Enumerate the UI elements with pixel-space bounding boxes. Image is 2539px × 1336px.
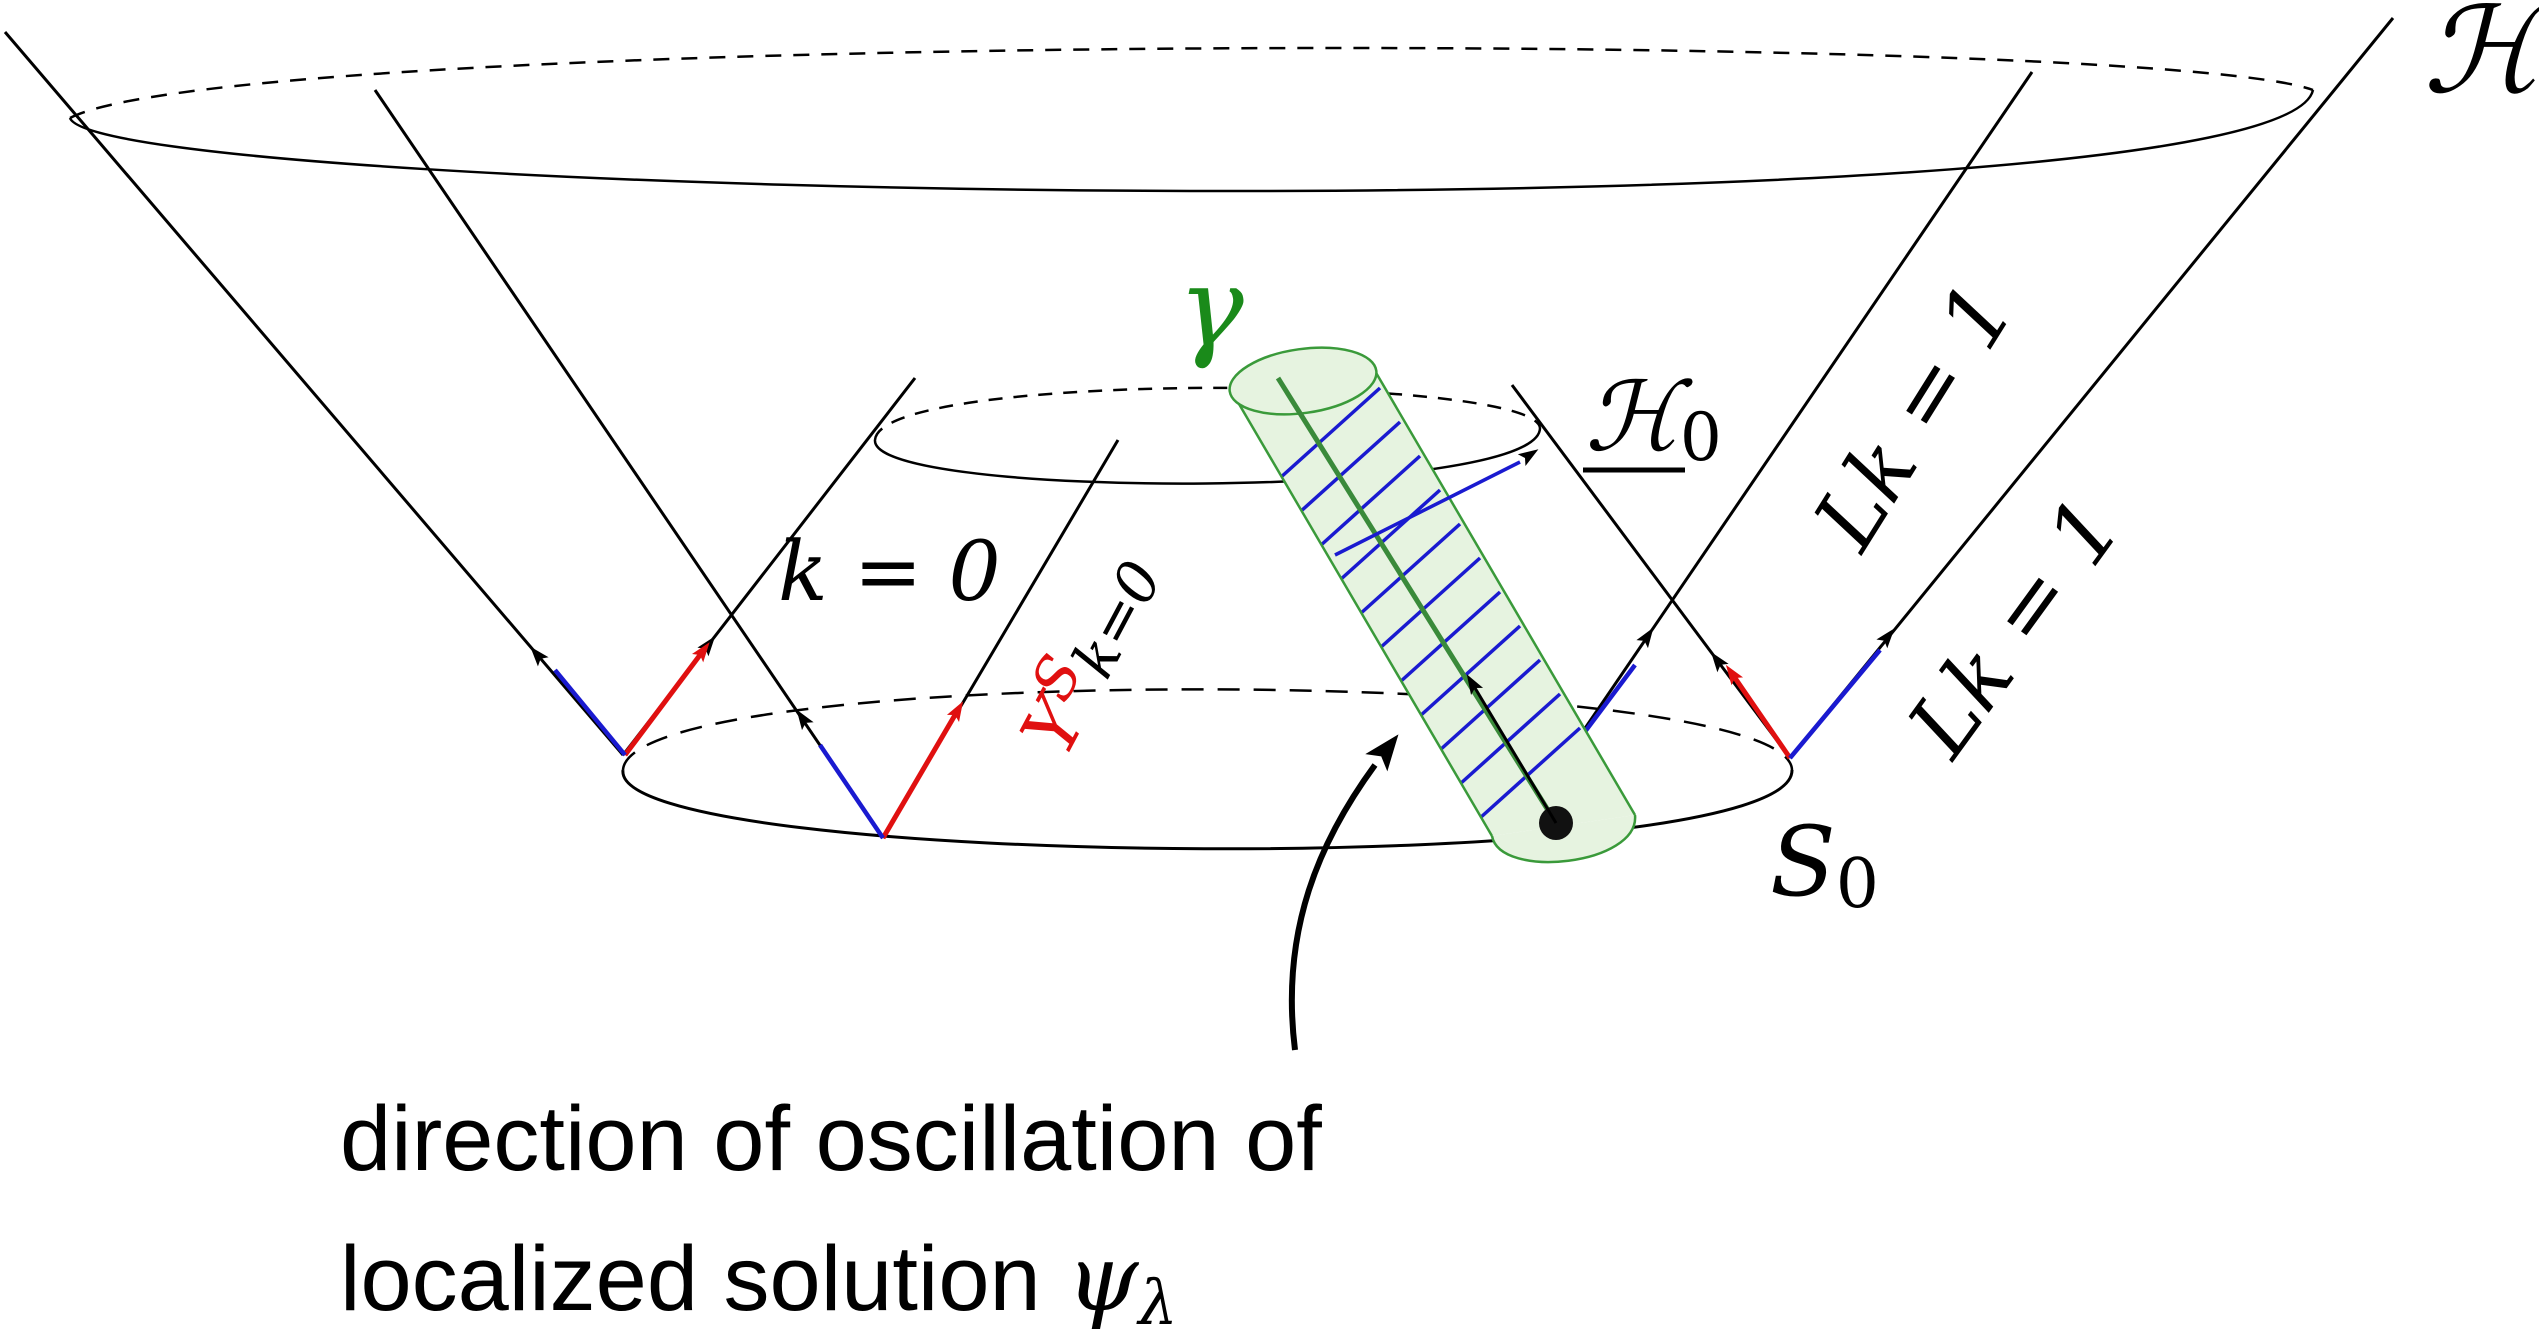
tube-stripe [1438, 658, 1542, 752]
caption-line1: direction of oscillation of [340, 1088, 1322, 1190]
caption-psi: ψ [1066, 1225, 1139, 1332]
tube-stripe [1478, 726, 1582, 820]
tube-edge-left [1230, 391, 1494, 837]
red-vector-middle [880, 713, 958, 840]
arrowhead-h0-right [1711, 651, 1729, 673]
tube-stripe [1298, 420, 1402, 514]
label-Y-S-k0: YSk=0 [994, 538, 1179, 769]
red-head-right [1725, 664, 1744, 686]
arrowhead-outer-left [530, 646, 549, 667]
inner-ellipse [873, 386, 1542, 485]
tube-stripe [1338, 488, 1442, 582]
label-H: ℋ [2423, 0, 2539, 121]
s0-ellipse [621, 688, 1794, 851]
inner-right-line [1558, 71, 2034, 766]
tube-body [1232, 371, 1635, 836]
red-vector-left [623, 653, 702, 757]
tube-black-arrow-shaft [1473, 687, 1558, 824]
oscillation-pointer-head [1365, 734, 1399, 772]
arrowhead-inner-right [1636, 627, 1654, 649]
green-tube [1228, 346, 1637, 864]
tube-stripes [1278, 386, 1582, 820]
inner-ellipse-back-dashed [873, 386, 1542, 441]
label-H0: ℋ0 [1585, 361, 1722, 476]
label-Lk-eq-1-inner: Lk = 1 [1794, 267, 2034, 568]
caption-line2: localized solution ψλ [340, 1225, 1178, 1336]
label-S0: S0 [1770, 806, 1879, 924]
tube-stripe [1458, 692, 1562, 786]
outer-left-line [3, 31, 625, 756]
label-k-eq-0: k = 0 [778, 525, 1001, 620]
outer-ellipse-front [68, 89, 2315, 193]
tube-black-arrowhead [1466, 674, 1484, 696]
red-vector-right [1732, 676, 1793, 760]
h0-right-line [1510, 384, 1792, 759]
caption-line2-text: localized solution [340, 1228, 1066, 1330]
s0-ellipse-front [621, 769, 1794, 851]
tube-stripe [1358, 522, 1462, 616]
gamma-axis [1275, 376, 1559, 825]
label-H0-base: ℋ [1585, 361, 1693, 473]
tube-stripe [1278, 386, 1382, 480]
red-vectors [623, 653, 1793, 840]
tube-blue-arrowhead [1517, 449, 1539, 467]
label-H0-sub: 0 [1680, 399, 1722, 476]
outer-ellipse-back-dashed [69, 46, 2314, 120]
tube-stripe [1378, 556, 1482, 650]
blue-vector-left [553, 668, 627, 757]
gamma-label: γ [1178, 243, 1244, 371]
tube-bottom-cap [1490, 814, 1637, 864]
oscillation-pointer-curve [1288, 763, 1378, 1051]
tube-stripe [1418, 624, 1522, 718]
tube-top-cap [1228, 346, 1378, 416]
red-head-left [692, 642, 710, 663]
blue-vector-middle [818, 743, 885, 840]
arrowhead-inner-left [796, 709, 814, 731]
label-S0-base: S [1770, 806, 1836, 918]
line-arrowheads [530, 627, 1895, 731]
red-head-middle [946, 701, 964, 722]
label-S0-sub: 0 [1836, 845, 1879, 924]
inner-left-line [373, 89, 885, 839]
s0-ellipse-back-dashed [621, 688, 1794, 771]
tube-edge-right [1373, 370, 1637, 816]
blue-vectors [553, 648, 1882, 840]
tube-stripe [1398, 590, 1502, 684]
tube-stripe [1318, 454, 1422, 548]
tube-blue-arrow-shaft [1334, 460, 1521, 557]
blue-vector-right-outer [1788, 648, 1882, 760]
outer-ellipse [68, 46, 2315, 193]
caption-psi-sub: λ [1135, 1266, 1177, 1336]
generator-lines [3, 17, 2395, 839]
arrowhead-outer-right [1876, 628, 1895, 649]
label-Lk-eq-1-outer: Lk = 1 [1888, 480, 2141, 776]
inner-ellipse-front [873, 427, 1542, 485]
oscillation-pointer [1288, 734, 1399, 1051]
red-vector-heads [692, 642, 1744, 722]
